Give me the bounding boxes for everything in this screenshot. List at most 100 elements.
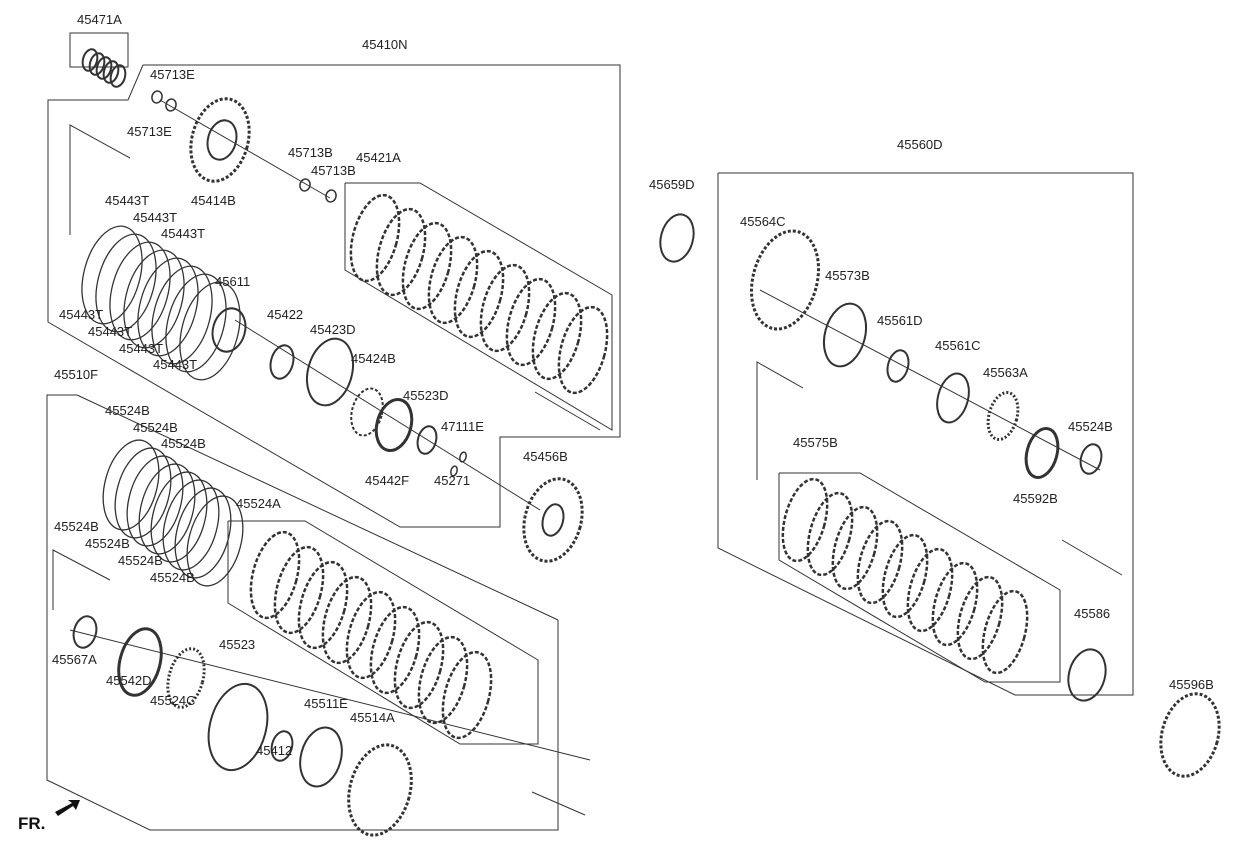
part-label[interactable]: 45659D xyxy=(649,177,695,192)
part-label[interactable]: 45524A xyxy=(236,496,281,511)
return-spring-ring xyxy=(81,225,143,325)
return-spring-ring xyxy=(186,495,244,587)
clutch-plate xyxy=(273,545,325,635)
retainer xyxy=(350,387,384,437)
part-label[interactable]: 45567A xyxy=(52,652,97,667)
part-label[interactable]: 45412 xyxy=(256,743,293,758)
part-label[interactable]: 45443T xyxy=(119,341,164,356)
part-label[interactable]: 45511E xyxy=(304,696,348,711)
clutch-plate xyxy=(906,547,954,633)
piston xyxy=(207,682,269,772)
clutch-plate xyxy=(369,605,421,695)
gear-hub xyxy=(206,119,238,161)
clutch-plate xyxy=(806,491,854,577)
o-ring xyxy=(269,344,295,380)
part-label[interactable]: 45561C xyxy=(935,338,981,353)
part-label[interactable]: 45524B xyxy=(54,519,99,534)
part-label[interactable]: 45611 xyxy=(215,274,251,289)
snap-ring xyxy=(325,189,337,203)
part-label[interactable]: 45443T xyxy=(59,307,104,322)
part-label[interactable]: 45561D xyxy=(877,313,923,328)
part-label[interactable]: 45573B xyxy=(825,268,870,283)
part-label[interactable]: 45596B xyxy=(1169,677,1214,692)
part-label[interactable]: 45560D xyxy=(897,137,943,152)
piston xyxy=(117,627,163,697)
part-label[interactable]: 45524B xyxy=(150,570,195,585)
return-spring-ring xyxy=(123,249,185,349)
part-label[interactable]: 45271 xyxy=(434,473,471,488)
hub xyxy=(166,647,206,709)
part-label[interactable]: 45471A xyxy=(77,12,122,27)
gear-drum xyxy=(749,229,821,331)
return-spring-ring xyxy=(162,479,220,571)
part-label[interactable]: 45424B xyxy=(351,351,396,366)
part-label[interactable]: 45713E xyxy=(127,124,172,139)
part-label[interactable]: 45592B xyxy=(1013,491,1058,506)
part-label[interactable]: 45421A xyxy=(356,150,401,165)
part-label[interactable]: 45443T xyxy=(133,210,178,225)
snap-ring xyxy=(1079,443,1103,475)
part-label[interactable]: 45713B xyxy=(311,163,356,178)
part-label[interactable]: 45575B xyxy=(793,435,838,450)
clutch-plate xyxy=(831,505,879,591)
part-label[interactable]: 45524B xyxy=(161,436,206,451)
hub-center xyxy=(541,503,565,537)
part-label[interactable]: 45443T xyxy=(105,193,150,208)
return-spring-ring xyxy=(138,463,196,555)
clutch-plate xyxy=(297,560,349,650)
part-label[interactable]: 45713B xyxy=(288,145,333,160)
part-label[interactable]: 45443T xyxy=(88,324,133,339)
clutch-plate xyxy=(931,561,979,647)
part-label[interactable]: 45422 xyxy=(267,307,304,322)
clutch-plate xyxy=(856,519,904,605)
clutch-plate xyxy=(479,263,531,353)
output-gear xyxy=(1159,692,1221,778)
snap-ring xyxy=(459,451,467,463)
part-label[interactable]: 45542D xyxy=(106,673,152,688)
part-label[interactable]: 45524B xyxy=(118,553,163,568)
part-label[interactable]: 45456B xyxy=(523,449,568,464)
part-label[interactable]: 45523 xyxy=(219,637,256,652)
frame-45410N xyxy=(47,64,621,528)
snap-ring xyxy=(72,615,98,649)
part-label[interactable]: 45524C xyxy=(150,693,196,708)
snap-ring xyxy=(299,178,311,192)
clutch-plate xyxy=(441,650,493,740)
frame-45471A xyxy=(69,32,129,68)
part-label[interactable]: 45524B xyxy=(105,403,150,418)
clutch-plate xyxy=(249,530,301,620)
gear-drum xyxy=(189,97,251,183)
part-label[interactable]: 45586 xyxy=(1074,606,1111,621)
spring-coil xyxy=(88,52,106,76)
part-label[interactable]: 45524B xyxy=(133,420,178,435)
part-label[interactable]: 45442F xyxy=(365,473,410,488)
clutch-plate xyxy=(427,235,479,325)
clutch-plate xyxy=(453,249,505,339)
part-label[interactable]: 45523D xyxy=(403,388,449,403)
part-label[interactable]: 45514A xyxy=(350,710,395,725)
spring-coil xyxy=(81,48,99,72)
part-label[interactable]: 45510F xyxy=(54,367,99,382)
part-label[interactable]: 47111E xyxy=(441,419,484,434)
front-arrow-icon xyxy=(55,800,80,816)
frame-45510F xyxy=(46,394,559,831)
axis-line-bottom xyxy=(531,791,586,816)
o-ring xyxy=(211,307,247,353)
clutch-plate xyxy=(557,305,609,395)
clutch-plate xyxy=(349,193,401,283)
part-label[interactable]: 45410N xyxy=(362,37,408,52)
part-label[interactable]: 45563A xyxy=(983,365,1028,380)
return-spring-ring xyxy=(150,471,208,563)
clutch-plate xyxy=(401,221,453,311)
part-label[interactable]: 45423D xyxy=(310,322,356,337)
part-label[interactable]: 45414B xyxy=(191,193,236,208)
frame-45560D-inner xyxy=(756,361,804,480)
part-label[interactable]: 45564C xyxy=(740,214,786,229)
frame-45510F-top xyxy=(76,394,559,621)
spring-coil xyxy=(95,56,113,80)
part-label[interactable]: 45524B xyxy=(1068,419,1113,434)
part-label[interactable]: 45443T xyxy=(161,226,206,241)
part-label[interactable]: 45524B xyxy=(85,536,130,551)
part-label[interactable]: 45443T xyxy=(153,357,198,372)
part-label[interactable]: 45713E xyxy=(150,67,195,82)
